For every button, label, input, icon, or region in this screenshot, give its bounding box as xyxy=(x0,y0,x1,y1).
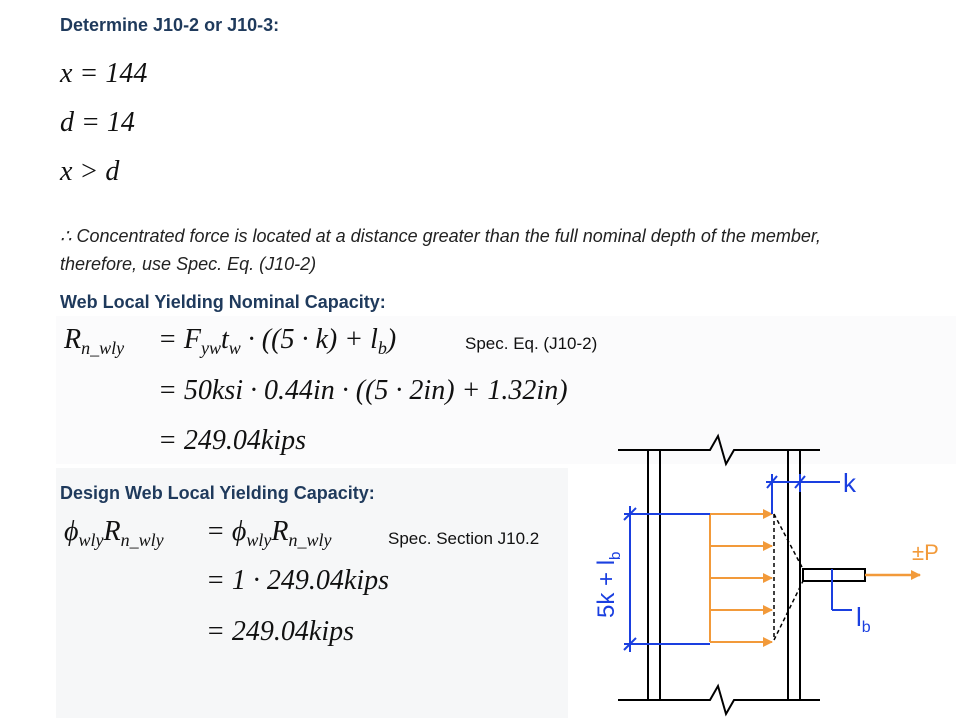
nominal-eq1-close: ) xyxy=(386,324,397,355)
section-heading-j10: Determine J10-2 or J10-3: xyxy=(60,15,280,35)
dim-label-main: 5k + l xyxy=(593,560,620,618)
nominal-lhs-sub: n_wly xyxy=(81,338,125,358)
design-eq3-text: = 249.04kips xyxy=(206,616,354,647)
nominal-eq1-t: t xyxy=(221,324,229,355)
design-rhs-R-sub: n_wly xyxy=(288,530,332,550)
nominal-eq2-text: = 50ksi · 0.44in · ((5 · 2in) + 1.32in) xyxy=(158,375,568,406)
dispersion-line-bottom xyxy=(773,580,804,641)
equation-x-text: x = 144 xyxy=(60,58,148,89)
design-lhs-phi-sub: wly xyxy=(78,530,104,550)
k-tick-2 xyxy=(794,475,806,489)
bottom-break-line xyxy=(618,683,820,717)
equation-d-text: d = 14 xyxy=(60,107,135,138)
dispersion-line-top xyxy=(773,513,804,570)
section-heading-nominal: Web Local Yielding Nominal Capacity: xyxy=(60,292,386,312)
top-break-line xyxy=(618,433,820,467)
web-yielding-diagram: ±P k lb 5k + lb xyxy=(593,433,939,717)
design-lhs-R: R xyxy=(103,516,121,547)
nominal-lhs-symbol: R xyxy=(64,324,82,355)
nominal-eq1-sub2: w xyxy=(228,338,241,358)
design-rhs-phi-sub: wly xyxy=(246,530,272,550)
design-panel-shade xyxy=(56,468,568,718)
lb-label-sub: b xyxy=(862,619,871,636)
design-eq2: = 1 · 249.04kips xyxy=(206,565,389,597)
dim-label-sub: b xyxy=(607,552,624,560)
nominal-ref: Spec. Eq. (J10-2) xyxy=(465,334,598,353)
nominal-eq1-a: = F xyxy=(158,324,201,355)
design-eq3: = 249.04kips xyxy=(206,616,354,648)
lb-label-l: l xyxy=(856,602,862,632)
equation-compare-text: x > d xyxy=(60,156,120,187)
equation-d: d = 14 xyxy=(60,107,135,139)
dim-label: 5k + lb xyxy=(593,552,624,618)
nominal-eq2: = 50ksi · 0.44in · ((5 · 2in) + 1.32in) xyxy=(158,375,568,407)
p-label: ±P xyxy=(912,540,939,565)
nominal-eq1-sub3: b xyxy=(377,338,387,358)
nominal-eq3: = 249.04kips xyxy=(158,425,306,457)
design-lhs-phi: ϕ xyxy=(64,516,79,547)
design-rhs-R: R xyxy=(271,516,289,547)
design-lhs: ϕwlyRn_wly xyxy=(64,516,164,551)
nominal-lhs: Rn_wly xyxy=(64,324,124,359)
bearing-plate xyxy=(802,568,866,582)
nominal-eq1-sub1: yw xyxy=(201,338,221,358)
design-lhs-R-sub: n_wly xyxy=(120,530,164,550)
equation-compare: x > d xyxy=(60,156,119,188)
nominal-panel-shade xyxy=(56,316,956,464)
design-eq2-text: = 1 · 249.04kips xyxy=(206,565,389,596)
dim-tick-bottom xyxy=(623,637,637,651)
design-rhs: = ϕwlyRn_wly xyxy=(206,516,332,551)
nominal-eq1-rest: · ((5 · k) + l xyxy=(240,324,378,355)
section-heading-design: Design Web Local Yielding Capacity: xyxy=(60,483,375,503)
equation-x: x = 144 xyxy=(60,58,147,90)
k-label: k xyxy=(843,468,857,498)
k-tick-1 xyxy=(766,475,778,489)
design-ref: Spec. Section J10.2 xyxy=(388,529,540,548)
nominal-eq3-text: = 249.04kips xyxy=(158,425,306,456)
dim-tick-top xyxy=(623,507,637,521)
design-rhs-phi: = ϕ xyxy=(206,516,247,547)
lb-label: lb xyxy=(856,602,871,636)
conclusion-text: ∴ Concentrated force is located at a dis… xyxy=(60,226,821,274)
nominal-eq1: = Fywtw · ((5 · k) + lb) xyxy=(158,324,396,359)
